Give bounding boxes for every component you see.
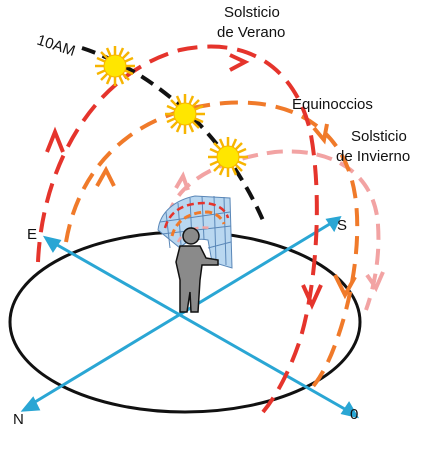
axis-east-arrowhead <box>42 235 62 253</box>
sun-winter-icon <box>208 137 248 177</box>
axis-north-south <box>29 220 334 407</box>
axis-north-arrowhead <box>20 396 41 412</box>
winter-solstice-path <box>166 149 385 311</box>
sun-summer-icon <box>95 46 135 86</box>
direction-south-label: S <box>337 217 347 234</box>
time-label: 10AM <box>35 32 78 60</box>
axis-west-arrowhead <box>340 401 360 419</box>
summer-solstice-label-line1: Solsticio <box>224 4 280 21</box>
compass-axes <box>20 216 360 419</box>
winter-solstice-label-line1: Solsticio <box>351 128 407 145</box>
direction-east-label: E <box>27 226 37 243</box>
equinox-path <box>64 100 360 394</box>
observer-head <box>182 227 200 245</box>
axis-east-west <box>51 240 351 414</box>
direction-west-label: 0 <box>350 406 358 423</box>
summer-solstice-label-line2: de Verano <box>217 24 285 41</box>
winter-solstice-label-line2: de Invierno <box>336 148 410 165</box>
direction-north-label: N <box>13 411 24 428</box>
axis-south-arrowhead <box>325 216 342 233</box>
observer-figure <box>175 227 219 313</box>
summer-solstice-path <box>36 44 323 414</box>
equinox-label: Equinoccios <box>292 96 373 113</box>
sun-equinox-icon <box>165 94 205 134</box>
observer-body <box>175 245 219 313</box>
